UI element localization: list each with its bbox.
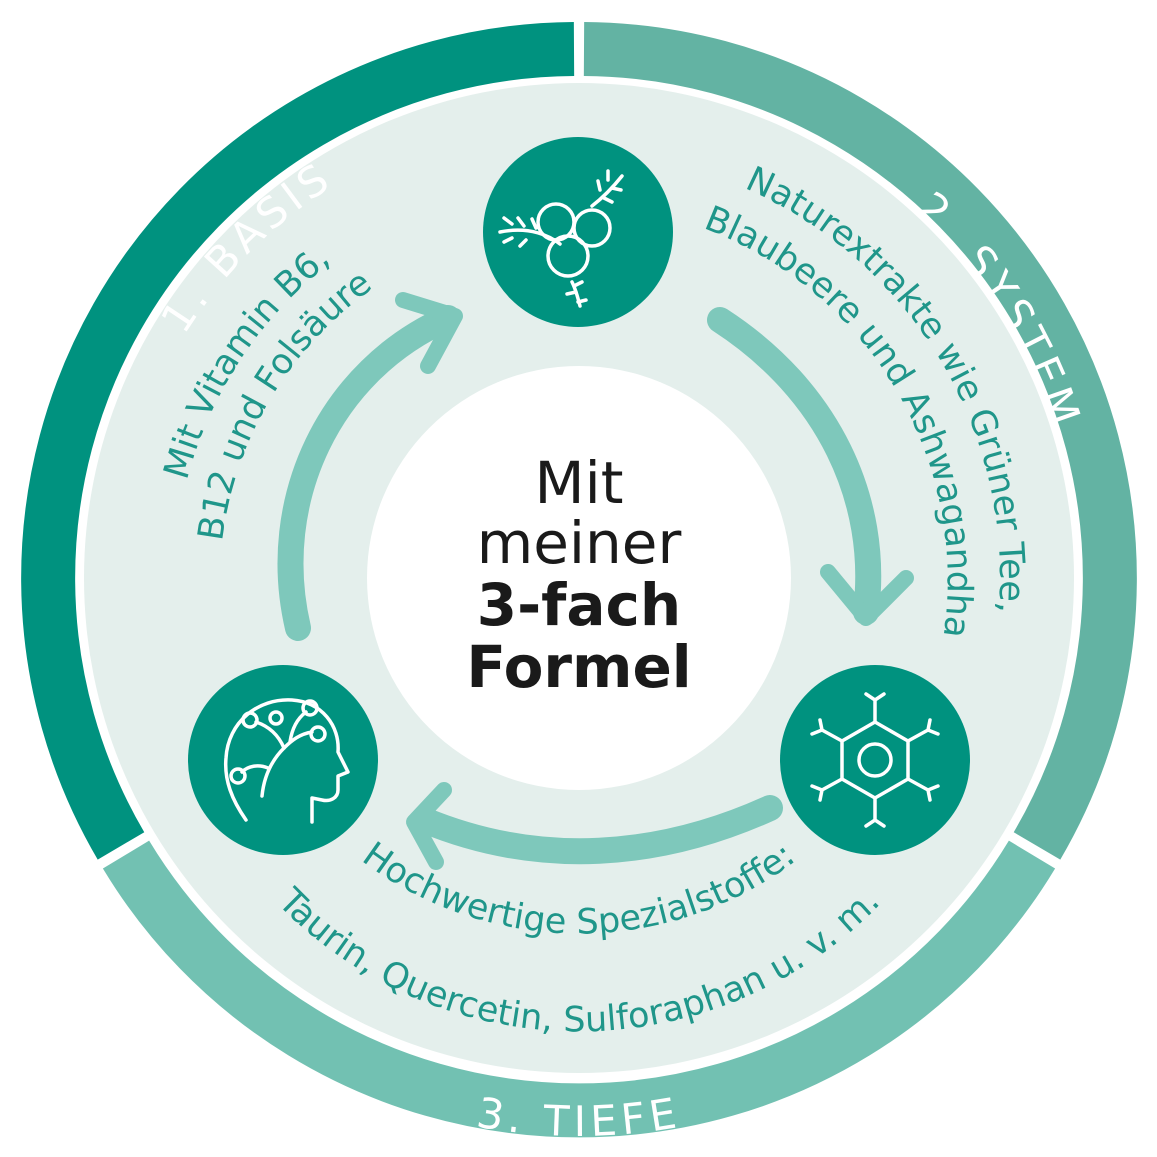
center-line-1: Mit bbox=[535, 449, 624, 517]
center-title: Mit meiner 3-fach Formel bbox=[466, 449, 691, 701]
arrow-basis-to-system bbox=[277, 292, 463, 641]
berries-icon bbox=[483, 137, 673, 327]
ring-segment-basis bbox=[21, 22, 575, 860]
ring-label-tiefe: 3. TIEFE bbox=[474, 1088, 685, 1146]
center-disc bbox=[367, 366, 791, 790]
center-line-4: Formel bbox=[466, 633, 691, 701]
center-line-3: 3-fach bbox=[477, 571, 681, 639]
outer-ring bbox=[21, 22, 1137, 1138]
center-line-2: meiner bbox=[477, 509, 682, 577]
ring-segment-system bbox=[583, 22, 1137, 860]
arrow-system-to-tiefe bbox=[707, 307, 914, 626]
ring-segment-tiefe bbox=[102, 840, 1056, 1138]
brain-head-icon bbox=[188, 665, 378, 855]
cell-icon bbox=[780, 665, 970, 855]
cycle-arrows bbox=[277, 292, 914, 870]
arrow-tiefe-to-basis bbox=[406, 782, 783, 870]
